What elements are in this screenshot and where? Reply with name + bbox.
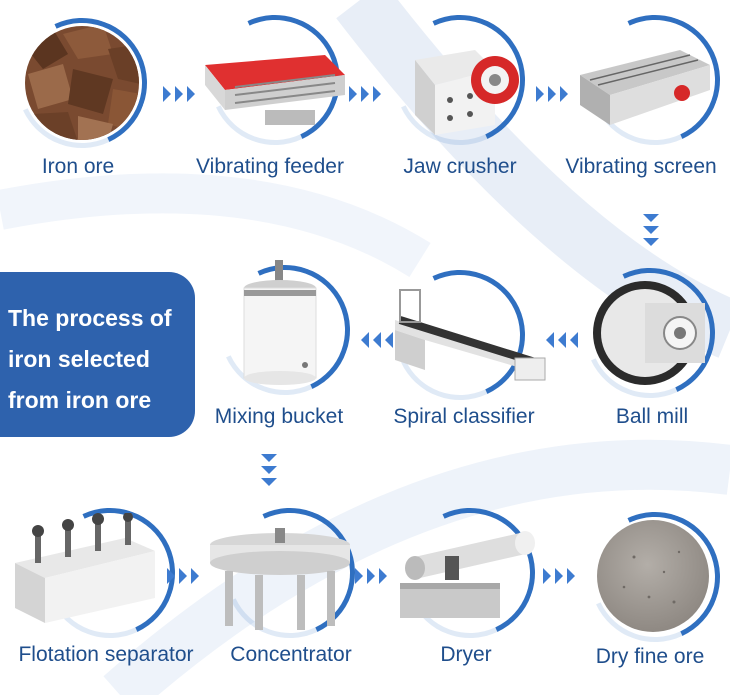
arrow-down-icon: [643, 214, 659, 246]
label-spiral-classifier: Spiral classifier: [393, 405, 535, 428]
arrow-left-icon: [546, 332, 578, 348]
arrow-right-icon: [167, 568, 199, 584]
label-dry-fine-ore: Dry fine ore: [595, 645, 705, 668]
iron-ore-image: [25, 26, 139, 140]
flotation-separator-image: [15, 513, 155, 623]
label-flotation-separator: Flotation separator: [18, 643, 194, 666]
node-dry-fine-ore: [571, 493, 730, 661]
arrow-left-icon: [361, 332, 393, 348]
node-ball-mill: [566, 249, 730, 417]
node-mixing-bucket: [201, 246, 369, 414]
arrow-right-icon: [536, 86, 568, 102]
diagram-title: The process of iron selected from iron o…: [8, 305, 172, 413]
node-jaw-crusher: [376, 0, 544, 164]
arrow-right-icon: [543, 568, 575, 584]
dry-fine-ore-image: [597, 520, 709, 632]
node-vibrating-screen: [570, 0, 730, 164]
vibrating-feeder-image: [205, 55, 345, 125]
label-mixing-bucket: Mixing bucket: [214, 405, 344, 428]
ball-mill-image: [593, 281, 705, 385]
concentrator-image: [210, 528, 350, 630]
jaw-crusher-image: [415, 50, 519, 135]
label-jaw-crusher: Jaw crusher: [403, 155, 517, 178]
dryer-image: [400, 531, 535, 618]
label-vibrating-screen: Vibrating screen: [565, 155, 717, 178]
node-spiral-classifier: [376, 251, 555, 419]
arrow-right-icon: [355, 568, 387, 584]
spiral-classifier-image: [395, 289, 546, 381]
node-dryer: [386, 489, 554, 657]
label-vibrating-feeder: Vibrating feeder: [196, 155, 344, 178]
mixing-bucket-image: [243, 260, 317, 385]
label-iron-ore: Iron ore: [41, 155, 115, 178]
title-box: The process of iron selected from iron o…: [0, 272, 195, 437]
arrow-right-icon: [163, 86, 195, 102]
label-ball-mill: Ball mill: [615, 405, 689, 428]
node-vibrating-feeder: [191, 0, 359, 164]
node-concentrator: [205, 489, 374, 657]
arrow-down-icon: [261, 454, 277, 486]
vibrating-screen-image: [580, 50, 710, 125]
arrow-right-icon: [349, 86, 381, 102]
node-flotation-separator: [5, 489, 194, 657]
label-dryer: Dryer: [440, 643, 492, 666]
label-concentrator: Concentrator: [230, 643, 352, 666]
node-iron-ore: [0, 0, 166, 167]
